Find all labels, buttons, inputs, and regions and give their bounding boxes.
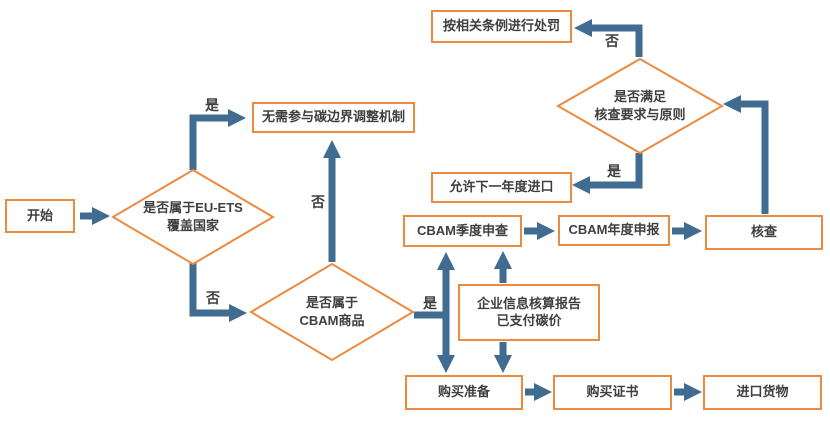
node-cbam-annual: CBAM年度申报: [558, 215, 670, 246]
connector-satisfy-no-to-punish: [574, 19, 643, 57]
node-cbam-quarterly-label: CBAM季度申查: [417, 222, 508, 238]
node-info-report-line2: 已支付碳价: [496, 312, 562, 328]
node-allow-import: 允许下一年度进口: [431, 172, 572, 203]
edge-label-cbam-goods-yes: 是: [423, 295, 437, 311]
edge-label-cbam-goods-no: 否: [311, 194, 325, 210]
edge-label-satisfy-yes: 是: [607, 163, 621, 179]
node-start-label: 开始: [26, 207, 53, 223]
node-info-report-line1: 企业信息核算报告: [476, 295, 581, 311]
node-verify-label: 核查: [750, 224, 777, 240]
node-no-need: 无需参与碳边界调整机制: [252, 102, 415, 133]
decision-eu-ets-shape: [111, 168, 275, 266]
node-import-goods-label: 进口货物: [736, 384, 789, 400]
decision-cbam-goods-shape: [249, 262, 415, 362]
edge-label-eu-ets-no: 否: [206, 290, 220, 306]
node-buy-prep: 购买准备: [405, 375, 523, 410]
connector-satisfy-yes-to-allow: [572, 153, 643, 194]
decision-satisfy-shape: [555, 57, 725, 155]
node-import-goods: 进口货物: [703, 375, 822, 410]
node-verify: 核查: [705, 215, 823, 250]
node-start: 开始: [5, 199, 75, 233]
node-cbam-quarterly: CBAM季度申查: [403, 215, 522, 247]
node-punish: 按相关条例进行处罚: [431, 10, 572, 43]
node-allow-import-label: 允许下一年度进口: [449, 179, 554, 195]
connector-verify-to-satisfy: [723, 95, 769, 214]
connector-eu-ets-yes-to-no-need: [189, 109, 246, 170]
node-cbam-annual-label: CBAM年度申报: [568, 222, 660, 238]
node-no-need-label: 无需参与碳边界调整机制: [261, 109, 405, 125]
node-buy-cert-label: 购买证书: [586, 384, 639, 400]
connector-eu-ets-no-to-cbam-goods: [189, 262, 247, 322]
edge-label-satisfy-no: 否: [605, 33, 619, 49]
node-buy-prep-label: 购买准备: [437, 384, 490, 400]
node-punish-label: 按相关条例进行处罚: [442, 18, 560, 34]
edge-label-eu-ets-yes: 是: [205, 97, 219, 113]
node-buy-cert: 购买证书: [553, 375, 672, 410]
node-info-report: 企业信息核算报告 已支付碳价: [458, 284, 600, 341]
